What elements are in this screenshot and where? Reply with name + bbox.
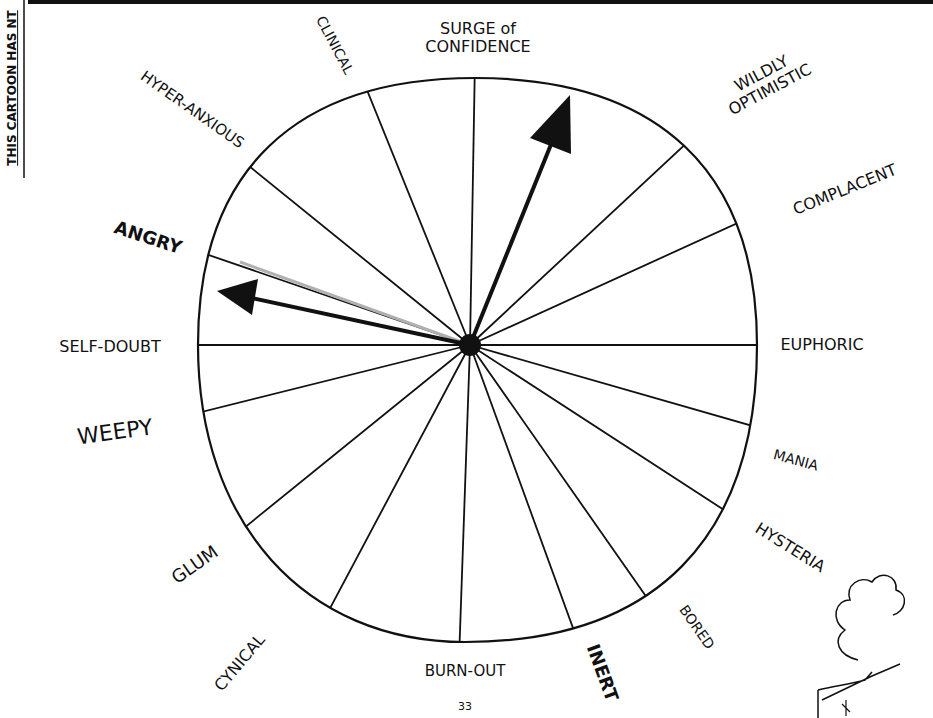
corner-sketch [818, 664, 900, 718]
spoke [33, 345, 470, 454]
mood-label: MANIA [772, 446, 820, 473]
mood-label: BORED [676, 602, 718, 652]
spoke [470, 345, 728, 714]
spoke [45, 198, 470, 345]
hub [459, 334, 481, 356]
spoke [120, 345, 470, 628]
margin-underline [23, 0, 25, 178]
needle [470, 142, 552, 345]
faint-needle [240, 262, 470, 345]
needle [252, 298, 470, 345]
mood-label: WEEPY [76, 414, 155, 450]
mood-label: GLUM [168, 542, 222, 589]
mood-label: HYSTERIA [752, 519, 828, 576]
corner-sketch-mark [842, 700, 850, 716]
spoke [454, 345, 470, 718]
spoke [470, 345, 847, 590]
page-number: 33 [458, 701, 472, 714]
mood-label: INERT [582, 642, 622, 705]
mood-label: EUPHORIC [780, 336, 863, 354]
margin-note: THIS CARTOON HAS NT [6, 10, 20, 166]
spoke [470, 345, 903, 469]
mood-label: ANGRY [112, 217, 185, 258]
needle-head [530, 95, 571, 154]
cloud-sketch [836, 575, 905, 660]
mood-wheel [198, 78, 757, 642]
mood-label: COMPLACENT [790, 161, 899, 219]
spoke [120, 62, 470, 345]
top-rule [28, 0, 933, 4]
spoke [470, 158, 879, 345]
mood-label: SELF-DOUBT [59, 338, 161, 356]
mood-label: CLINICAL [313, 13, 357, 77]
spoke [259, 345, 470, 718]
mood-label: CYNICAL [211, 631, 269, 695]
needle-head [217, 279, 258, 315]
mood-label: HYPER-ANXIOUS [137, 68, 247, 152]
spokes [20, 0, 920, 718]
mood-label: WILDLY OPTIMISTIC [702, 36, 830, 127]
mood-label: SURGE of CONFIDENCE [411, 20, 546, 57]
mood-label: BURN-OUT [425, 663, 506, 680]
